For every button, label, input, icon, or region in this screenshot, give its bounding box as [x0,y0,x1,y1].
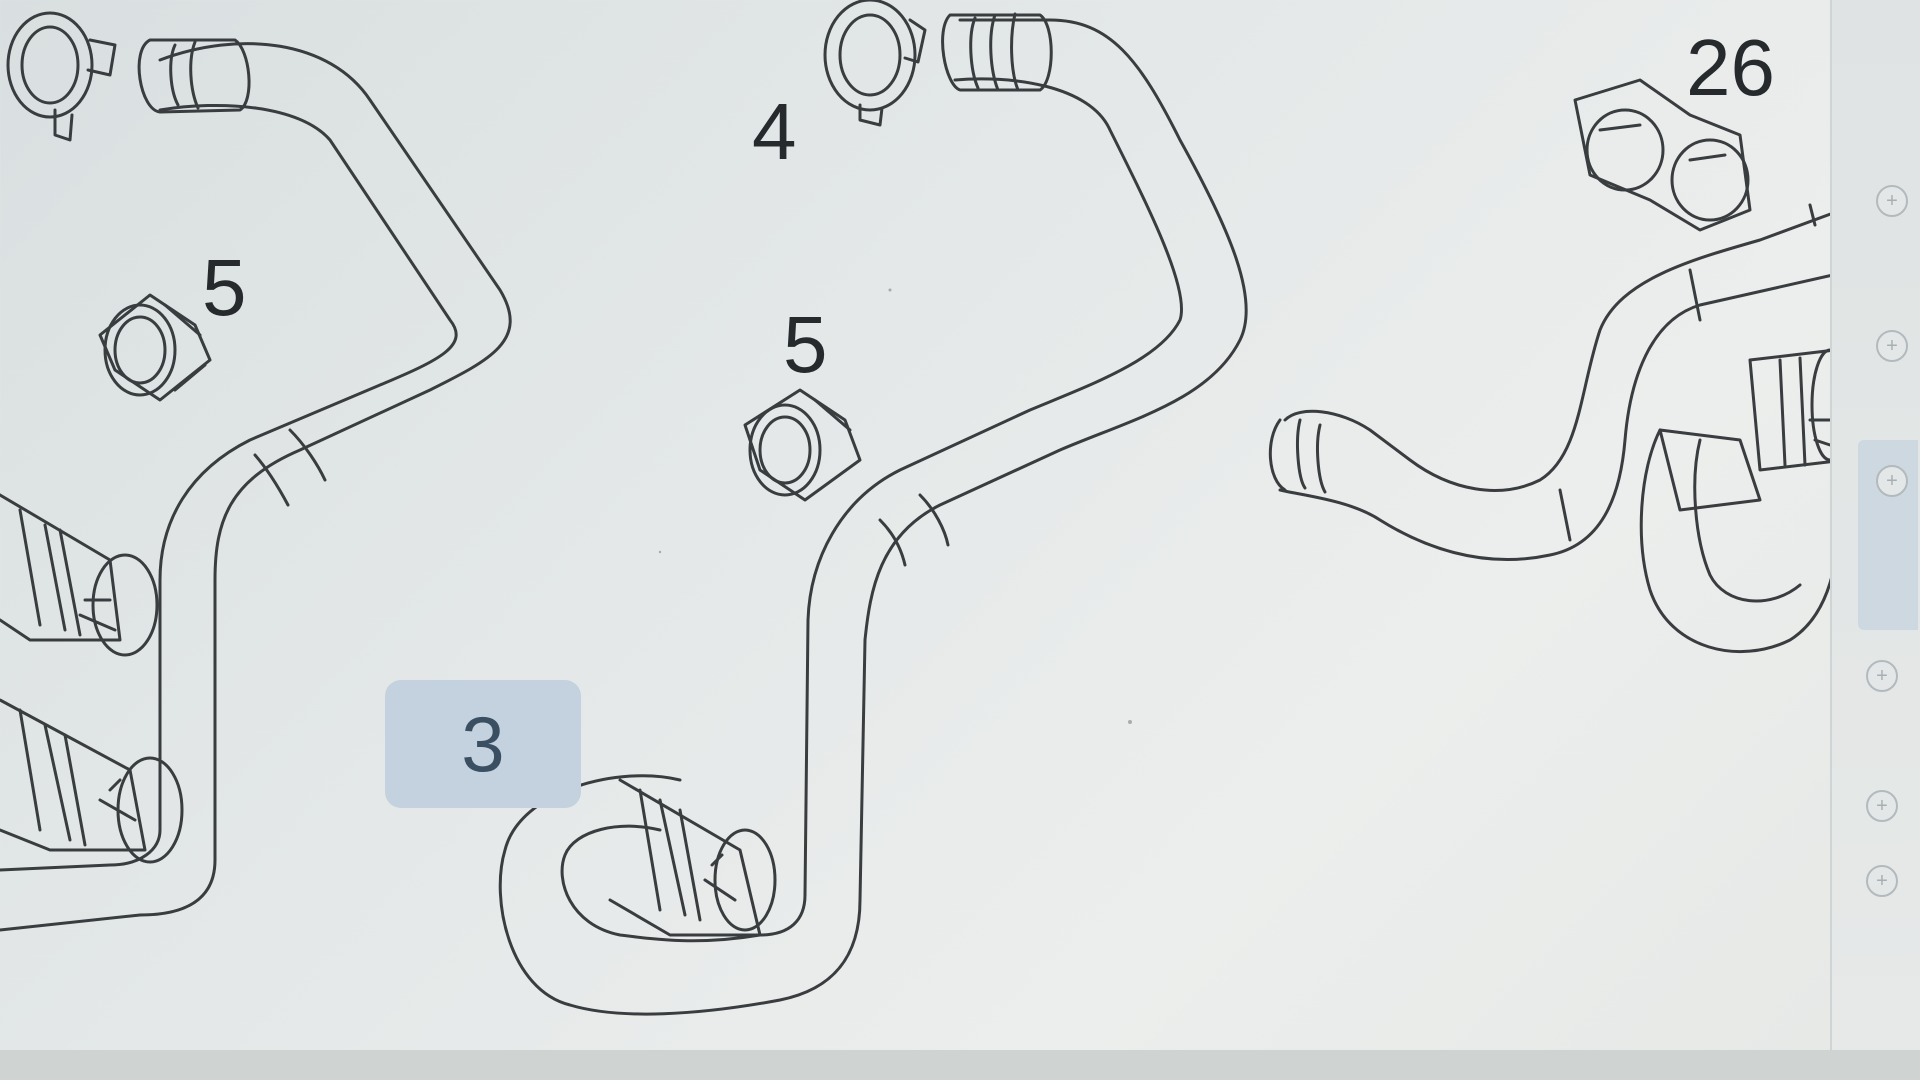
clamp-top-left[interactable] [6,11,117,142]
clip-26[interactable] [1573,78,1752,232]
connector-left-lower[interactable] [0,698,184,864]
screen-bottom-edge [0,1050,1920,1080]
plus-circle-icon[interactable]: + [1876,465,1908,497]
callout-label-5-left[interactable]: 5 [202,243,247,332]
plus-circle-icon[interactable]: + [1866,790,1898,822]
hose-left[interactable] [0,38,512,932]
callout-label-5-center[interactable]: 5 [783,300,828,389]
clamp-4[interactable] [823,0,927,127]
plus-circle-icon[interactable]: + [1866,865,1898,897]
callout-label-3-selected[interactable]: 3 [385,680,581,808]
connector-left-upper[interactable] [0,493,159,657]
clip-5-left[interactable] [98,293,212,402]
clip-5-center[interactable] [743,388,862,502]
callout-label-4[interactable]: 4 [752,87,797,176]
callout-label-26[interactable]: 26 [1686,23,1775,112]
hose-right-assembly[interactable] [1268,203,1857,654]
side-panel: + + + + + + [1830,0,1920,1050]
connector-center[interactable] [608,778,777,937]
plus-circle-icon[interactable]: + [1866,660,1898,692]
plus-circle-icon[interactable]: + [1876,330,1908,362]
plus-circle-icon[interactable]: + [1876,185,1908,217]
hose-center-part-3[interactable] [498,12,1248,1016]
